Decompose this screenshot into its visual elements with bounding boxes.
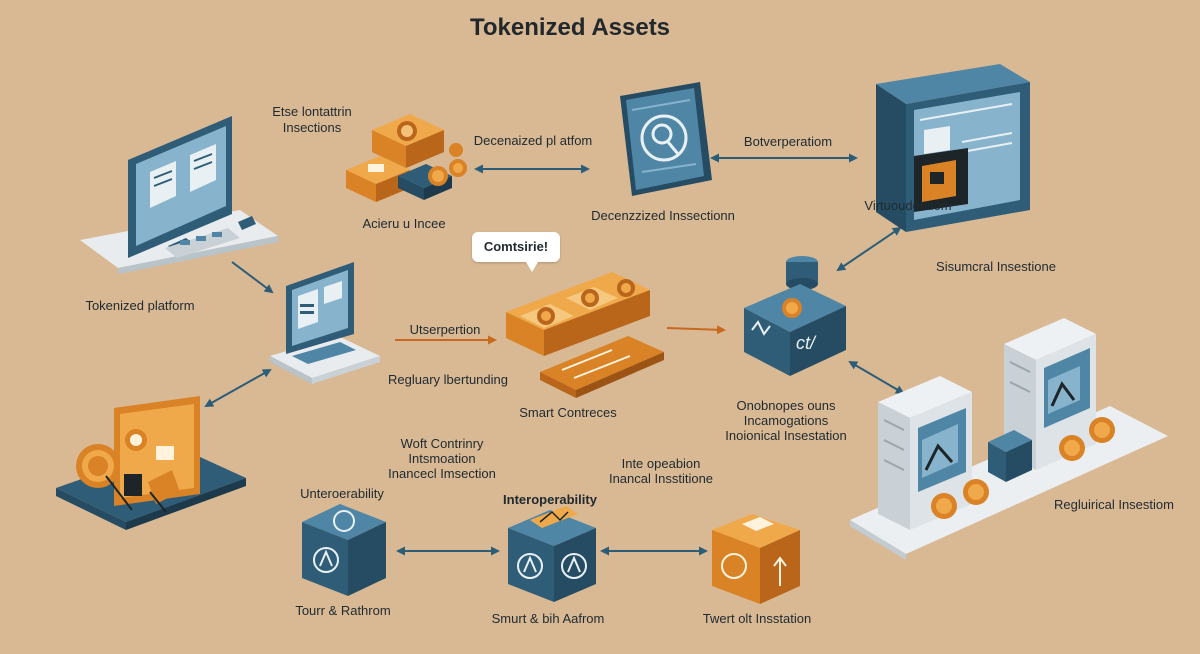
smart-contract-blocks-icon (506, 272, 664, 398)
label-regluary-lbertunding: Regluary lbertunding (388, 372, 508, 387)
token-cube-icon (302, 504, 386, 596)
label-woft-1: Woft Contrinry (400, 436, 484, 451)
server-screen-icon (876, 64, 1030, 232)
label-sisumcral-insestione: Sisumcral Insestione (936, 259, 1056, 274)
speech-bubble: Comtsirie! (472, 232, 560, 262)
label-cube-glyph: ct/ (796, 333, 816, 353)
interop-cube-icon (508, 506, 596, 602)
coin-billboard-icon (56, 396, 246, 530)
label-onobnopes-2: Incamogations (743, 413, 829, 428)
label-inte-2: Inancal Insstitione (608, 471, 714, 486)
connectors (204, 153, 905, 556)
label-decentralized-insection: Decenzzized Inssectionn (591, 208, 735, 223)
label-woft-2: Intsmoation (408, 451, 476, 466)
label-interoperability: Interoperability (503, 492, 597, 507)
label-twert-insstation: Twert olt Insstation (702, 611, 812, 626)
security-tablet-icon (620, 82, 712, 196)
label-inte-1: Inte opeabion (621, 456, 701, 471)
label-smurt-aafrom: Smurt & bih Aafrom (491, 611, 605, 626)
label-onobnopes-1: Onobnopes ouns (736, 398, 836, 413)
server-racks-coins-icon (850, 318, 1168, 560)
label-tokenized-platform: Tokenized platform (85, 298, 195, 313)
connector-database-to-racks (848, 360, 905, 395)
connector-laptop-to-billboard (204, 369, 272, 407)
label-tourr-rathrom: Tourr & Rathrom (295, 603, 391, 618)
label-top-left-caption-1: Etse lontattrin (272, 104, 352, 119)
label-unteroerability: Unteroerability (300, 486, 384, 501)
orange-token-blocks-icon (346, 114, 467, 202)
label-onobnopes-3: Inoionical Insestation (725, 428, 847, 443)
desktop-monitor-icon (80, 116, 278, 274)
label-top-left-caption-2: Insections (282, 120, 342, 135)
label-smart-contreces: Smart Contreces (519, 405, 617, 420)
label-botverperation: Botverperatiom (743, 134, 833, 149)
speech-bubble-tail (526, 262, 538, 272)
label-regluirical-insestion: Regluirical Insestiom (1054, 497, 1174, 512)
laptop-icon (270, 262, 380, 384)
label-virtuoudentiom: Virtuoudentiom (864, 198, 952, 213)
connector-database-to-server-screen (836, 226, 902, 272)
label-decentralized-platform: Decenaized pl atfom (473, 133, 593, 148)
dollar-cube-icon (712, 514, 800, 604)
label-woft-3: Inancecl Imsection (388, 466, 496, 481)
connector-desktop-to-laptop (231, 261, 274, 294)
database-cube-icon (744, 256, 846, 376)
connector-contracts-to-database (666, 325, 726, 335)
label-acierul-incee: Acieru u Incee (362, 216, 446, 231)
label-utserpertion: Utserpertion (409, 322, 481, 337)
diagram-title: Tokenized Assets (469, 14, 671, 41)
